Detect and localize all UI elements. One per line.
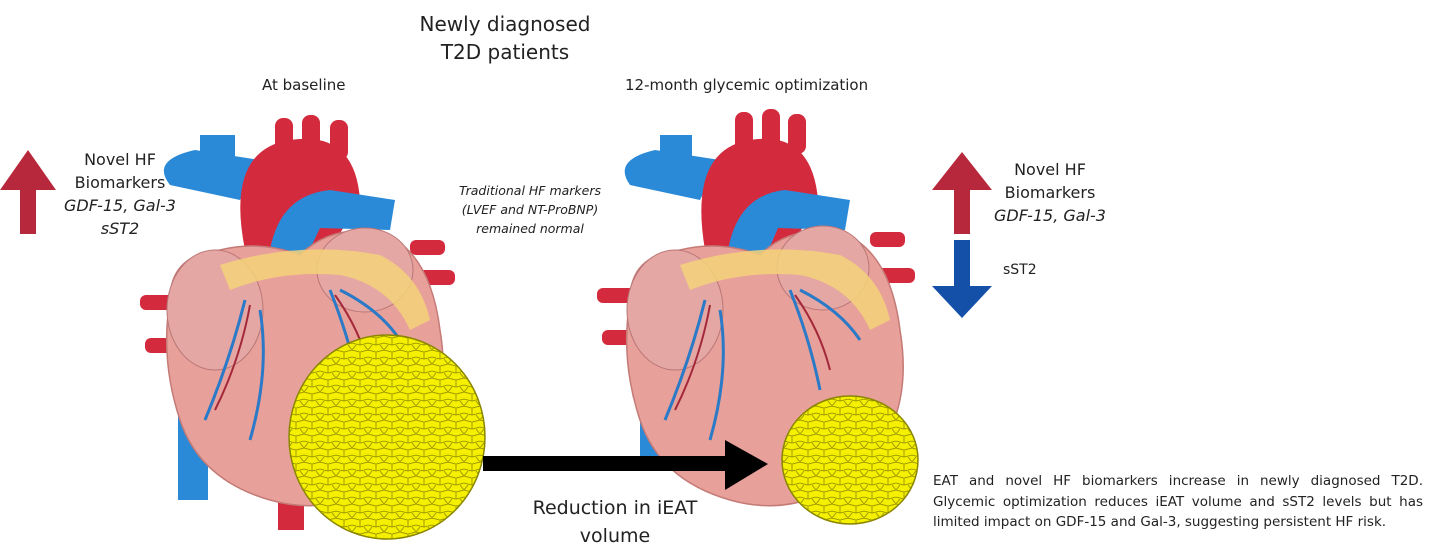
up-arrow-left [0, 150, 56, 234]
left-biomarkers: Novel HF Biomarkers GDF-15, Gal-3 sST2 [55, 148, 185, 240]
right-biomarker-down: sST2 [1003, 262, 1037, 278]
left-bio-line-4: sST2 [100, 219, 140, 238]
summary-text: EAT and novel HF biomarkers increase in … [933, 473, 1423, 530]
traditional-markers-note: Traditional HF markers (LVEF and NT-ProB… [440, 181, 620, 238]
right-bio-line-3: GDF-15, Gal-3 [994, 206, 1106, 225]
page-title: Newly diagnosed T2D patients [380, 10, 630, 66]
epicardial-fat-left [288, 334, 486, 540]
left-bio-line-1: Novel HF [84, 150, 156, 169]
right-bio-line-1: Novel HF [1014, 160, 1086, 179]
note-line-3: remained normal [476, 221, 584, 236]
down-arrow-right [932, 240, 992, 318]
left-bio-line-3: GDF-15, Gal-3 [64, 196, 176, 215]
left-bio-line-2: Biomarkers [74, 173, 166, 192]
reduction-label: Reduction in iEAT volume [505, 494, 725, 550]
title-line-2: T2D patients [440, 40, 570, 64]
title-line-1: Newly diagnosed [419, 12, 591, 36]
heading-optimization: 12-month glycemic optimization [625, 76, 869, 94]
heart-right [597, 109, 919, 525]
right-bio-line-2: Biomarkers [1004, 183, 1096, 202]
reduction-line-2: volume [579, 525, 651, 547]
up-arrow-right [932, 152, 992, 234]
reduction-line-1: Reduction in iEAT [532, 497, 698, 519]
note-line-2: (LVEF and NT-ProBNP) [461, 202, 599, 217]
heart-left [140, 115, 486, 540]
epicardial-fat-right [781, 395, 919, 525]
heading-baseline: At baseline [262, 76, 346, 94]
note-line-1: Traditional HF markers [458, 183, 602, 198]
right-biomarkers-up: Novel HF Biomarkers GDF-15, Gal-3 [985, 158, 1115, 227]
reduction-arrow [483, 440, 768, 490]
